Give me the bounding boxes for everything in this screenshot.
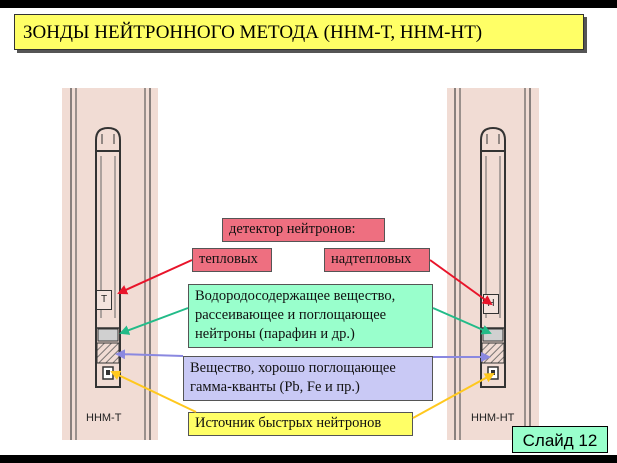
gamma-absorber-box: Вещество, хорошо поглощающее гамма-квант… xyxy=(183,356,433,401)
arrow-source-right xyxy=(412,373,495,419)
slide-number: Слайд 12 xyxy=(512,426,608,453)
top-border xyxy=(0,0,617,8)
hydrogen-line-1: Водородосодержащее вещество, xyxy=(195,288,396,304)
gamma-line-1: Вещество, хорошо поглощающее xyxy=(190,360,396,376)
arrow-source-left xyxy=(110,370,197,413)
epithermal-label-box: надтепловых xyxy=(324,248,430,272)
hydrogen-line-3: нейтроны (парафин и др.) xyxy=(195,326,355,342)
arrow-hydrogen-left xyxy=(119,307,189,335)
arrow-thermal xyxy=(117,259,193,295)
source-label-box: Источник быстрых нейтронов xyxy=(188,412,413,436)
bottom-border xyxy=(0,455,617,463)
detector-t-marker: Т xyxy=(96,290,112,310)
thermal-label-box: тепловых xyxy=(192,248,272,272)
hydrogen-material-box: Водородосодержащее вещество, рассеивающе… xyxy=(188,284,433,348)
arrow-hydrogen-right xyxy=(432,307,492,335)
probe-nnm-t-panel: Т ННМ-Т xyxy=(62,88,158,440)
arrow-gamma-left xyxy=(115,349,184,360)
probe-nnm-nt-panel: Н ННМ-НТ xyxy=(447,88,539,440)
gamma-line-2: гамма-кванты (Pb, Fe и пр.) xyxy=(190,379,360,395)
probe-label-nnm-nt: ННМ-НТ xyxy=(471,412,515,424)
probe-nnm-t-drawing xyxy=(70,88,151,440)
detector-header-box: детектор нейтронов: xyxy=(222,218,385,242)
probe-nnm-nt-drawing xyxy=(454,88,531,440)
slide-title: ЗОНДЫ НЕЙТРОННОГО МЕТОДА (ННМ-Т, ННМ-НТ) xyxy=(14,14,584,50)
probe-label-nnm-t: ННМ-Т xyxy=(86,412,122,424)
arrow-epithermal xyxy=(429,259,493,306)
hydrogen-line-2: рассеивающее и поглощающее xyxy=(195,307,387,323)
